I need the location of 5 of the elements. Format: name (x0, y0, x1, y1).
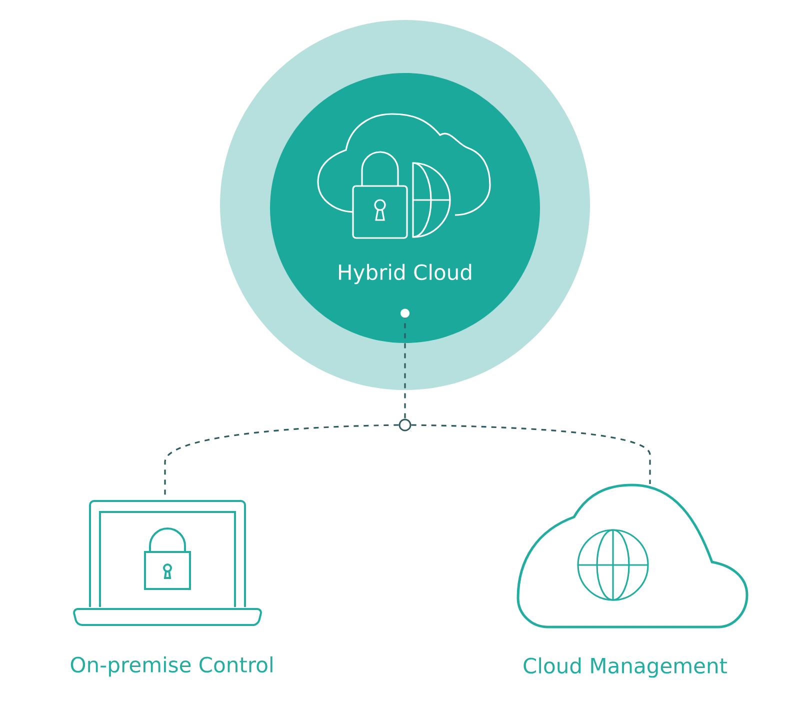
dashed-connector (411, 424, 651, 484)
dashed-connector (400, 308, 410, 419)
node-label: On-premise Control (70, 656, 272, 677)
junction-circle (398, 418, 412, 432)
node-label: Cloud Management (524, 657, 727, 678)
